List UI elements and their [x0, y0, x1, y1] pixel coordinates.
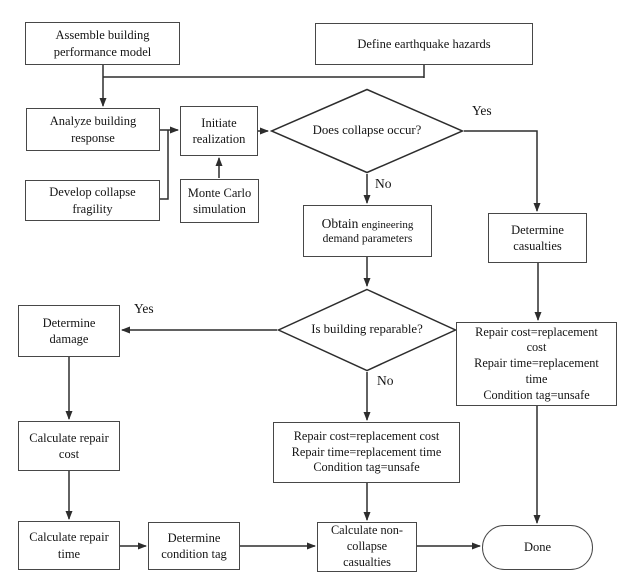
- arrow-collapse-yes-to-casualties: [464, 130, 541, 212]
- diamond-shape: [270, 88, 464, 174]
- branch-label-reparable-yes: Yes: [134, 301, 154, 316]
- branch-label-reparable-no: No: [377, 373, 394, 388]
- step-calculate-repair-cost: Calculate repair cost: [18, 421, 120, 471]
- step-label: Repair cost=replacement cost Repair time…: [291, 428, 442, 475]
- step-label: Analyze building response: [49, 114, 137, 145]
- step-initiate-realization: Initiate realization: [180, 106, 258, 156]
- step-label: Initiate realization: [192, 115, 246, 147]
- step-label: Determine casualties: [511, 222, 564, 254]
- step-label: Calculate non- collapse casualties: [330, 523, 404, 569]
- step-analyze-building-response: Analyze building response: [26, 108, 160, 151]
- step-repair-equals-replacement-collapse: Repair cost=replacement cost Repair time…: [456, 322, 617, 406]
- step-assemble-building-performance-model: Assemble building performance model: [25, 22, 180, 65]
- step-label: Assemble building performance model: [53, 28, 152, 59]
- terminator-done: Done: [482, 525, 593, 570]
- step-label-rest: engineering: [361, 218, 414, 231]
- step-determine-condition-tag: Determine condition tag: [148, 522, 240, 570]
- step-repair-equals-replacement-nonreparable: Repair cost=replacement cost Repair time…: [273, 422, 460, 483]
- step-label: Calculate repair cost: [29, 430, 109, 462]
- step-obtain-engineering-demand-parameters: Obtain engineering demand parameters: [303, 205, 432, 257]
- step-label: Obtain engineering demand parameters: [322, 215, 414, 248]
- step-label: Monte Carlo simulation: [187, 185, 252, 217]
- step-calculate-repair-time: Calculate repair time: [18, 521, 120, 570]
- decision-label: Is building reparable?: [311, 322, 423, 337]
- step-define-earthquake-hazards: Define earthquake hazards: [315, 23, 533, 65]
- step-label: Calculate repair time: [29, 530, 109, 561]
- branch-label-collapse-yes: Yes: [472, 103, 492, 118]
- branch-label-collapse-no: No: [375, 176, 392, 191]
- step-label: Done: [523, 540, 552, 555]
- step-develop-collapse-fragility: Develop collapse fragility: [25, 180, 160, 221]
- step-label-line2: demand parameters: [322, 233, 413, 246]
- connector-fragility-to-initiate: [160, 130, 169, 200]
- decision-is-building-reparable: Is building reparable?: [277, 288, 457, 372]
- diamond-shape: [277, 288, 457, 372]
- step-monte-carlo-simulation: Monte Carlo simulation: [180, 179, 259, 223]
- step-determine-casualties: Determine casualties: [488, 213, 587, 263]
- step-label: Determine condition tag: [161, 530, 227, 562]
- step-label: Develop collapse fragility: [49, 185, 136, 216]
- step-label: Define earthquake hazards: [357, 36, 491, 51]
- decision-label: Does collapse occur?: [312, 123, 422, 138]
- decision-does-collapse-occur: Does collapse occur?: [270, 88, 464, 174]
- step-determine-damage: Determine damage: [18, 305, 120, 357]
- step-label: Repair cost=replacement cost Repair time…: [474, 324, 599, 402]
- step-label: Determine damage: [42, 315, 96, 347]
- step-label-lead: Obtain: [321, 215, 359, 231]
- step-calculate-noncollapse-casualties: Calculate non- collapse casualties: [317, 522, 417, 572]
